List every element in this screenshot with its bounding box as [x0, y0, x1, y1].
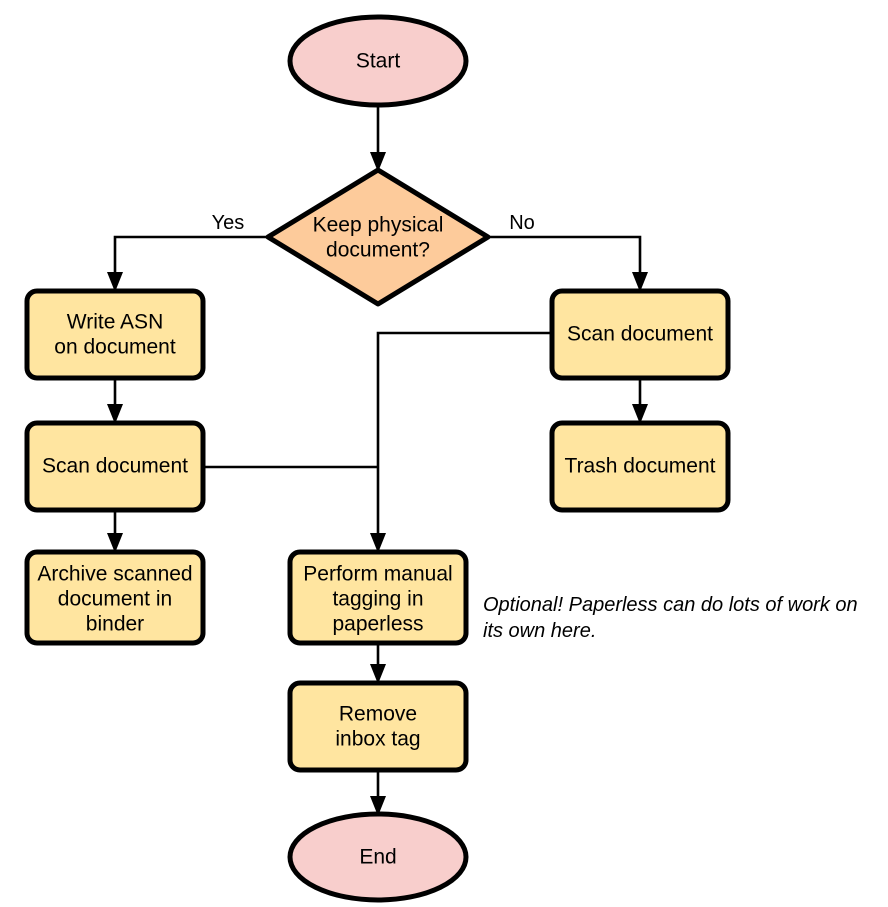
start-label: Start	[356, 50, 401, 73]
edge-scan-right-to-trash	[632, 378, 648, 424]
node-scan-document-left[interactable]: Scan document	[24, 420, 206, 513]
trash-document-label: Trash document	[565, 455, 716, 478]
tagging-label-line1: Perform manual	[303, 563, 452, 586]
scan-document-left-box[interactable]	[24, 420, 206, 513]
archive-label-line2: document in	[58, 588, 172, 611]
edge-write-asn-to-scan-left	[107, 378, 123, 424]
decision-label-line2: document?	[326, 239, 430, 262]
node-write-asn-on-document[interactable]: Write ASN on document	[24, 288, 206, 381]
write-asn-label-line1: Write ASN	[67, 311, 163, 334]
arrowhead-yes	[107, 272, 123, 292]
node-trash-document[interactable]: Trash document	[549, 420, 731, 513]
scan-document-right-label: Scan document	[567, 323, 713, 346]
end-ellipse[interactable]	[287, 811, 469, 903]
arrowhead-scanright-trash	[632, 404, 648, 424]
edge-label-yes: Yes	[212, 212, 245, 234]
node-end[interactable]: End	[287, 811, 469, 903]
node-start[interactable]: Start	[287, 14, 469, 108]
remove-inbox-label-line2: inbox tag	[335, 728, 420, 751]
remove-inbox-label-line1: Remove	[339, 703, 417, 726]
arrowhead-trunk-tagging	[370, 533, 386, 553]
tagging-label-line2: tagging in	[332, 588, 423, 611]
node-remove-inbox-tag[interactable]: Remove inbox tag	[287, 680, 469, 773]
edge-label-no: No	[509, 212, 535, 234]
node-perform-manual-tagging[interactable]: Perform manual tagging in paperless	[287, 549, 469, 646]
edge-decision-yes-to-write-asn	[107, 235, 266, 292]
write-asn-box[interactable]	[24, 288, 206, 381]
archive-label-line3: binder	[86, 613, 144, 636]
decision-diamond[interactable]	[265, 167, 491, 307]
end-label: End	[359, 846, 396, 869]
start-ellipse[interactable]	[287, 14, 469, 108]
edge-line-no	[490, 235, 642, 280]
scan-document-left-label: Scan document	[42, 455, 188, 478]
edge-scan-left-to-archive	[107, 510, 123, 553]
arrowhead-start-decision	[370, 152, 386, 172]
arrowhead-no	[632, 272, 648, 292]
scan-document-right-box[interactable]	[549, 288, 731, 381]
arrowhead-tagging-remove	[370, 664, 386, 684]
optional-note-line1: Optional! Paperless can do lots of work …	[483, 594, 858, 616]
edge-layer	[107, 105, 648, 816]
remove-inbox-tag-box[interactable]	[287, 680, 469, 773]
edge-scan-left-to-tagging	[203, 465, 386, 553]
decision-label-line1: Keep physical	[313, 214, 444, 237]
edge-line-yes	[113, 235, 266, 280]
edge-line-scanright-tagging	[376, 331, 552, 541]
tagging-label-line3: paperless	[332, 613, 423, 636]
edge-decision-no-to-scan-right	[490, 235, 648, 292]
arrowhead-writeasn-scanleft	[107, 404, 123, 424]
edge-tagging-to-remove-inbox	[370, 643, 386, 684]
archive-label-line1: Archive scanned	[37, 563, 192, 586]
write-asn-label-line2: on document	[54, 336, 176, 359]
optional-note-line2: its own here.	[483, 620, 596, 642]
arrowhead-remove-end	[370, 796, 386, 816]
node-decision-keep-physical-document[interactable]: Keep physical document?	[265, 167, 491, 307]
archive-box[interactable]	[24, 549, 206, 646]
trash-document-box[interactable]	[549, 420, 731, 513]
edge-remove-inbox-to-end	[370, 770, 386, 816]
node-scan-document-right[interactable]: Scan document	[549, 288, 731, 381]
tagging-box[interactable]	[287, 549, 469, 646]
node-archive-scanned-document[interactable]: Archive scanned document in binder	[24, 549, 206, 646]
edge-scan-right-to-tagging	[376, 331, 552, 541]
arrowhead-scanleft-archive	[107, 533, 123, 553]
edge-start-to-decision	[370, 105, 386, 172]
annotation-optional-note: Optional! Paperless can do lots of work …	[483, 594, 858, 642]
